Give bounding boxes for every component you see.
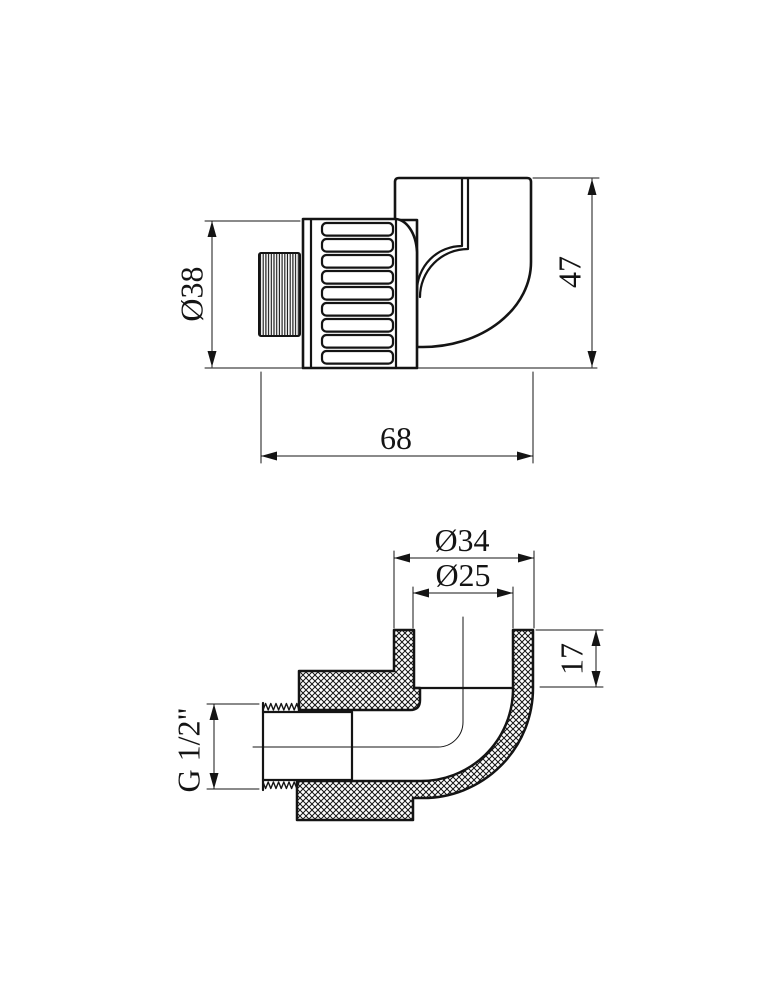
dim-socket-outer-od34: Ø34: [393, 522, 535, 629]
arrow-up-icon: [587, 179, 597, 195]
arrow-down-icon: [591, 671, 601, 687]
arrow-down-icon: [587, 351, 597, 367]
arrow-right-icon: [497, 588, 513, 598]
male-thread: [258, 252, 301, 337]
elbow-body-outline: [393, 176, 533, 349]
dim-label-17: 17: [553, 643, 589, 675]
dim-socket-depth-17: 17: [535, 629, 604, 688]
dim-height-47: 47: [532, 177, 600, 368]
arrow-down-icon: [207, 351, 217, 367]
male-insert-section: [261, 701, 354, 792]
external-view-dimensions: Ø38 47 68: [173, 177, 600, 464]
thread-serration-top: [262, 702, 300, 711]
dim-length-68: 68: [260, 371, 534, 464]
external-view: [204, 176, 598, 370]
arrow-up-icon: [591, 630, 601, 646]
dim-nut-diameter: Ø38: [173, 220, 301, 368]
elbow-inner-edge-2: [418, 177, 470, 299]
nut-ribs: [320, 221, 395, 365]
arrow-down-icon: [209, 773, 219, 789]
arrow-up-icon: [209, 704, 219, 720]
arrow-left-icon: [394, 553, 410, 563]
section-view: [252, 616, 535, 822]
section-wall-upper-left: [297, 628, 422, 712]
arrow-left-icon: [261, 451, 277, 461]
dim-thread-g12: G 1/2": [170, 703, 260, 793]
dim-label-g12: G 1/2": [170, 707, 206, 792]
dim-socket-inner-od25: Ø25: [412, 557, 514, 629]
dim-label-od38: Ø38: [173, 266, 209, 321]
arrow-left-icon: [413, 588, 429, 598]
arrow-right-icon: [518, 553, 534, 563]
section-wall-right-and-bottom: [295, 628, 535, 822]
dim-label-od34: Ø34: [434, 522, 489, 558]
arrow-up-icon: [207, 221, 217, 237]
section-view-dimensions: Ø34 Ø25 17 G 1/2": [170, 522, 604, 793]
dim-label-68: 68: [380, 420, 412, 456]
centerline: [252, 616, 464, 748]
thread-serration-bottom: [262, 781, 300, 790]
dim-label-47: 47: [551, 256, 587, 288]
dim-label-od25: Ø25: [435, 557, 490, 593]
arrow-right-icon: [517, 451, 533, 461]
